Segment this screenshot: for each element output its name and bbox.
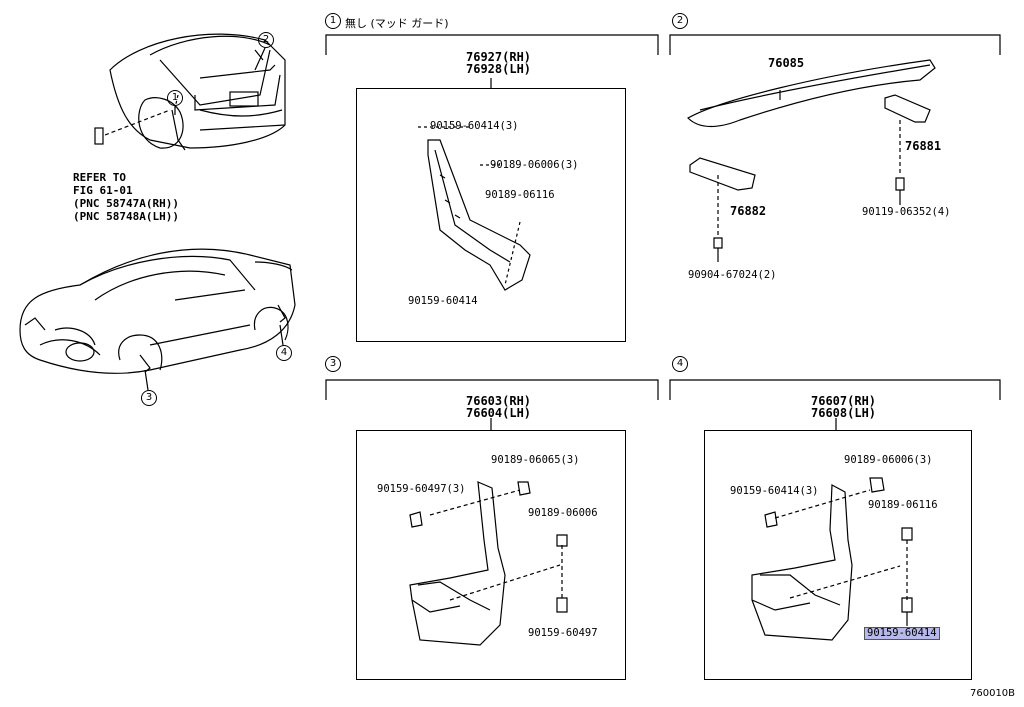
- section3-bracket: [325, 379, 659, 400]
- section2-part-90119-06352-4[interactable]: 90119-06352(4): [862, 206, 951, 218]
- section2-bracket: [669, 34, 1001, 55]
- section1-garnish-part: [427, 139, 531, 291]
- section2-part-76882[interactable]: 76882: [730, 204, 767, 218]
- section3-mudguard: [409, 481, 506, 646]
- section2-bracket-76881: [884, 94, 931, 123]
- refer-to-line3: (PNC 58747A(RH)): [73, 197, 179, 210]
- section2-part-90904-67024-2[interactable]: 90904-67024(2): [688, 269, 777, 281]
- section3-part-90159-60497[interactable]: 90159-60497: [528, 627, 598, 639]
- section4-part-90159-60414-3[interactable]: 90159-60414(3): [730, 485, 819, 497]
- section3-main-rh[interactable]: 76603(RH): [466, 394, 532, 408]
- section1-number: 1: [325, 13, 341, 29]
- callout-3[interactable]: 3: [141, 390, 157, 406]
- section4-part-90189-06006-3[interactable]: 90189-06006(3): [844, 454, 933, 466]
- callout-1[interactable]: 1: [167, 90, 183, 106]
- section3-part-90189-06065-3[interactable]: 90189-06065(3): [491, 454, 580, 466]
- section3-part-90159-60497-3[interactable]: 90159-60497(3): [377, 483, 466, 495]
- section4-number: 4: [672, 356, 688, 372]
- section1-main-lh[interactable]: 76928(LH): [466, 62, 532, 76]
- callout-2[interactable]: 2: [258, 32, 274, 48]
- section1-bracket: [325, 34, 659, 55]
- front-car-illustration: [19, 248, 296, 374]
- section3-part-90189-06006[interactable]: 90189-06006: [528, 507, 598, 519]
- section1-part-90159-60414[interactable]: 90159-60414: [408, 295, 478, 307]
- figure-code: 760010B: [970, 688, 1016, 699]
- section4-main-rh[interactable]: 76607(RH): [811, 394, 877, 408]
- section3-number: 3: [325, 356, 341, 372]
- section2-bracket-76882: [689, 157, 756, 191]
- section1-part-90189-06006-3[interactable]: 90189-06006(3): [490, 159, 579, 171]
- section4-part-90159-60414-highlighted[interactable]: 90159-60414: [864, 627, 940, 640]
- refer-to-line4: (PNC 58748A(LH)): [73, 210, 179, 223]
- section2-spoiler: [687, 59, 936, 128]
- section4-main-lh[interactable]: 76608(LH): [811, 406, 877, 420]
- section1-title: 無し (マッド ガード): [345, 17, 449, 30]
- callout-4[interactable]: 4: [276, 345, 292, 361]
- section2-number: 2: [672, 13, 688, 29]
- section3-box: [356, 430, 626, 680]
- section1-main-rh[interactable]: 76927(RH): [466, 50, 532, 64]
- section4-bracket: [669, 379, 1001, 400]
- section1-box: [356, 88, 626, 342]
- section2-part-76881[interactable]: 76881: [905, 139, 942, 153]
- refer-to-line1: REFER TO: [73, 171, 126, 184]
- section2-main-76085[interactable]: 76085: [768, 56, 805, 70]
- refer-to-line2[interactable]: FIG 61-01: [73, 184, 133, 197]
- section3-main-lh[interactable]: 76604(LH): [466, 406, 532, 420]
- section4-box: [704, 430, 972, 680]
- section1-part-90159-60414-3[interactable]: 90159-60414(3): [430, 120, 519, 132]
- rear-car-illustration: [94, 33, 286, 151]
- section4-part-90189-06116[interactable]: 90189-06116: [868, 499, 938, 511]
- section4-mudguard: [751, 484, 853, 641]
- section1-part-90189-06116[interactable]: 90189-06116: [485, 189, 555, 201]
